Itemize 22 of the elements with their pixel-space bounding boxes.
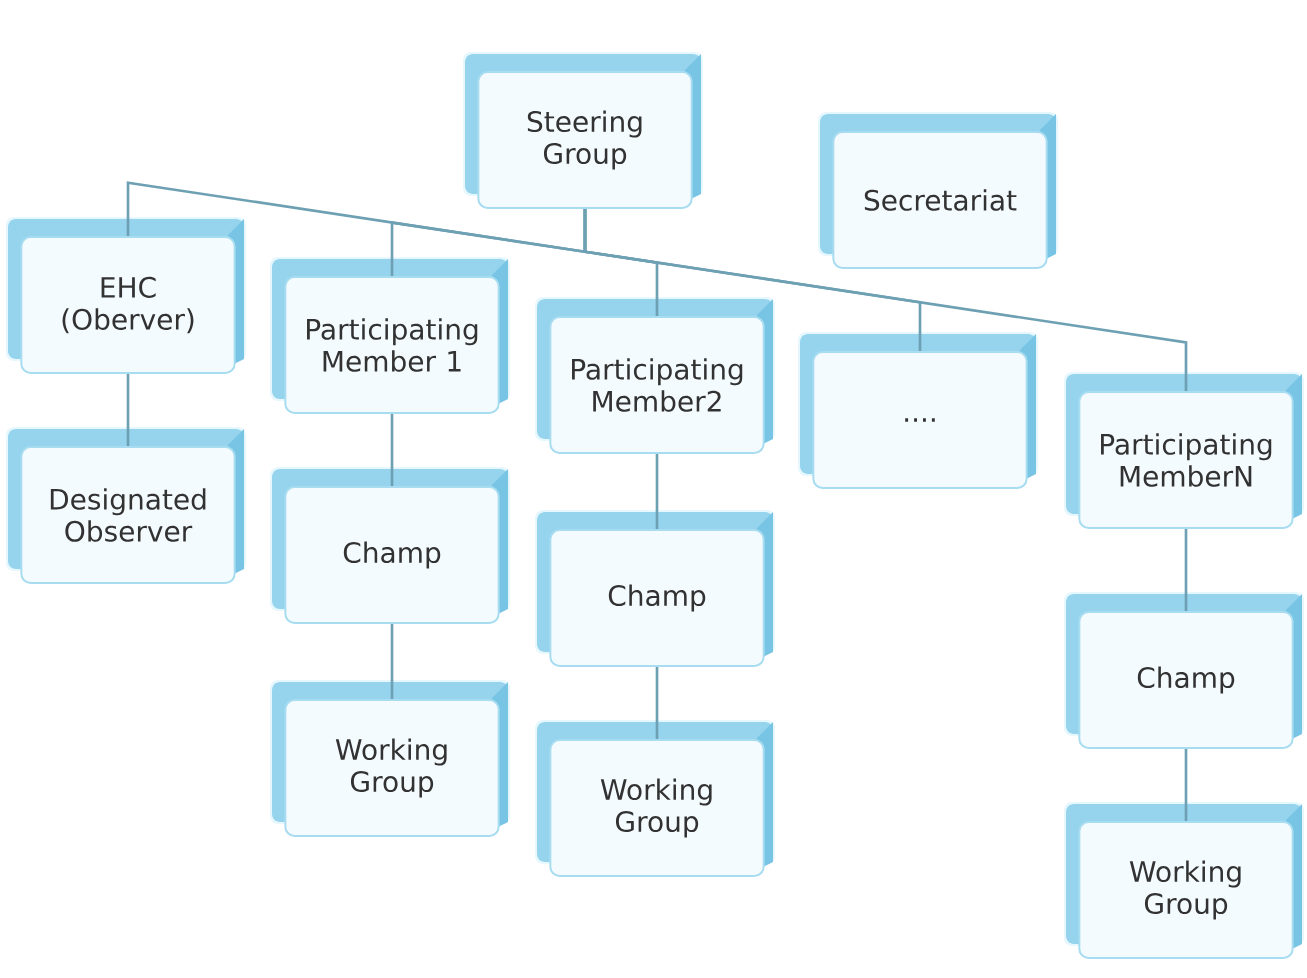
org-box: Champ [1064,592,1304,749]
org-box: Working Group [270,680,510,837]
org-box: Working Group [1064,802,1304,959]
org-box: EHC (Oberver) [6,217,246,374]
connector-line [126,374,130,446]
org-box: Participating Member2 [535,297,775,454]
connector-line [583,209,1188,391]
connector-line [1184,749,1188,821]
connector-line [1184,529,1188,611]
org-box: Participating MemberN [1064,372,1304,529]
connector-line [655,454,659,529]
org-box: Champ [535,510,775,667]
org-box: Champ [270,467,510,624]
connector-line [390,624,394,699]
org-box: Designated Observer [6,427,246,584]
org-box: Working Group [535,720,775,877]
org-box: .... [798,332,1038,489]
connector-line [655,667,659,739]
org-box: Participating Member 1 [270,257,510,414]
org-box: Steering Group [463,52,703,209]
org-box: Secretariat [818,112,1058,269]
connector-line [390,414,394,486]
